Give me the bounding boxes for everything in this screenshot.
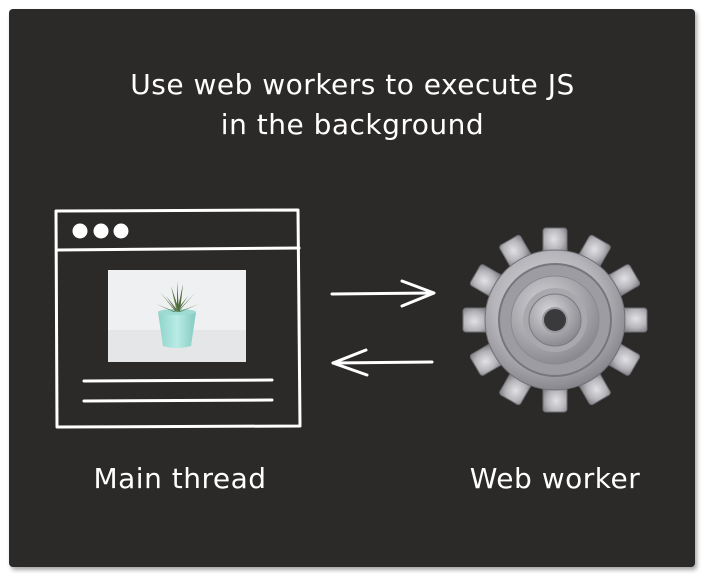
web-worker-label: Web worker — [469, 462, 641, 495]
title-line-1: Use web workers to execute JS — [130, 68, 575, 101]
gear-icon — [462, 227, 648, 413]
title-line-2: in the background — [220, 108, 485, 141]
main-thread-label: Main thread — [93, 462, 267, 495]
arrow-right-icon — [330, 279, 436, 308]
text-line-1 — [82, 378, 274, 383]
text-line-2 — [82, 398, 274, 403]
browser-window-icon — [54, 208, 302, 429]
arrow-left-icon — [331, 348, 434, 377]
potted-plant-image — [108, 270, 246, 362]
